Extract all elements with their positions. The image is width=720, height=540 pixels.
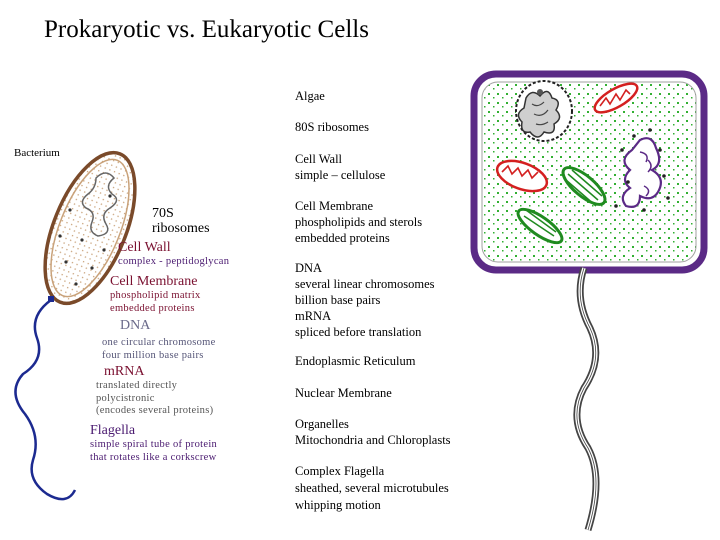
prokaryote-mrna-line3: (encodes several proteins)	[96, 405, 214, 416]
chloroplasts	[516, 166, 607, 245]
bacterium	[14, 150, 137, 501]
prokaryote-mrna-details: translated directly polycistronic (encod…	[96, 380, 213, 418]
eukaryote-dna-line1: several linear chromosomes	[295, 277, 435, 291]
prokaryote-dna-details: one circular chromosome four million bas…	[102, 337, 216, 362]
eukaryote-flagella: Complex Flagella sheathed, several micro…	[295, 463, 449, 514]
eukaryote-mrna-detail: spliced before translation	[295, 325, 422, 339]
endoplasmic-reticulum	[614, 128, 670, 212]
eukaryote-ribosomes: 80S ribosomes	[295, 120, 369, 134]
eukaryote-dna-heading: DNA	[295, 261, 323, 275]
eukaryote-organelles-heading: Organelles	[295, 417, 349, 431]
prokaryote-cell-membrane-line2: embedded proteins	[110, 302, 195, 314]
prokaryote-cell-membrane: Cell Membrane phospholipid matrix embedd…	[110, 274, 201, 315]
eukaryotic-cell	[470, 70, 708, 532]
prokaryote-cell-membrane-heading: Cell Membrane	[110, 274, 198, 289]
eukaryote-organelles: Organelles Mitochondria and Chloroplasts	[295, 416, 451, 448]
bacterium-label: Bacterium	[14, 147, 60, 159]
eukaryote-flagella-line1: sheathed, several microtubules	[295, 481, 449, 495]
page-title: Prokaryotic vs. Eukaryotic Cells	[44, 16, 369, 43]
eukaryote-cell-membrane-heading: Cell Membrane	[295, 199, 374, 213]
bacterium-flagellum	[14, 298, 77, 501]
prokaryote-mrna-line2: polycistronic	[96, 392, 155, 404]
eukaryote-flagella-heading: Complex Flagella	[295, 464, 385, 478]
eukaryote-cell-wall: Cell Wall simple – cellulose	[295, 151, 385, 183]
prokaryote-dna-heading: DNA	[120, 318, 151, 333]
eukaryote-dna: DNA several linear chromosomes billion b…	[295, 260, 435, 340]
eukaryote-algae-label: Algae	[295, 89, 325, 103]
nucleoid	[81, 172, 118, 237]
mitochondria	[495, 82, 639, 193]
prokaryote-ribosomes-size: 70S	[152, 206, 174, 221]
prokaryote-flagella-line1: simple spiral tube of protein	[90, 439, 218, 450]
prokaryote-flagella-heading: Flagella	[90, 423, 136, 438]
eukaryote-flagella-line2: whipping motion	[295, 498, 381, 512]
prokaryote-flagella: Flagella simple spiral tube of protein t…	[90, 423, 217, 464]
prokaryote-ribosomes: 70S ribosomes	[152, 206, 210, 236]
eukaryote-cell-membrane-line2: embedded proteins	[295, 231, 390, 245]
prokaryote-mrna-line1: translated directly	[96, 380, 178, 391]
prokaryote-dna-line2: four million base pairs	[102, 349, 204, 361]
prokaryote-cell-wall: Cell Wall complex - peptidoglycan	[118, 240, 229, 269]
bacterium-wall	[43, 150, 137, 306]
eukaryote-cell-membrane: Cell Membrane phospholipids and sterols …	[295, 198, 422, 246]
prokaryote-dna-line1: one circular chromosome	[102, 337, 216, 348]
eukaryote-nuclear-membrane: Nuclear Membrane	[295, 386, 392, 400]
eukaryote-mrna: mRNA	[295, 309, 332, 323]
eukaryote-dna-line2: billion base pairs	[295, 293, 381, 307]
prokaryote-cell-wall-heading: Cell Wall	[118, 240, 171, 255]
prokaryote-cell-membrane-line1: phospholipid matrix	[110, 290, 201, 301]
prokaryote-dna: DNA	[120, 318, 150, 334]
prokaryote-mrna-heading: mRNA	[104, 364, 145, 379]
nucleus	[515, 80, 573, 142]
eukaryote-cell-membrane-line1: phospholipids and sterols	[295, 215, 423, 229]
prokaryote-cell-wall-detail: complex - peptidoglycan	[118, 256, 230, 267]
complex-flagellum	[573, 266, 600, 532]
eukaryote-er: Endoplasmic Reticulum	[295, 354, 416, 368]
prokaryote-flagella-line2: that rotates like a corkscrew	[90, 451, 217, 463]
eukaryote-cell-wall-heading: Cell Wall	[295, 152, 343, 166]
prokaryote-mrna: mRNA	[104, 364, 144, 380]
eukaryote-organelles-detail: Mitochondria and Chloroplasts	[295, 433, 451, 447]
eukaryote-cell-wall-detail: simple – cellulose	[295, 168, 386, 182]
prokaryote-ribosomes-word: ribosomes	[152, 221, 210, 236]
